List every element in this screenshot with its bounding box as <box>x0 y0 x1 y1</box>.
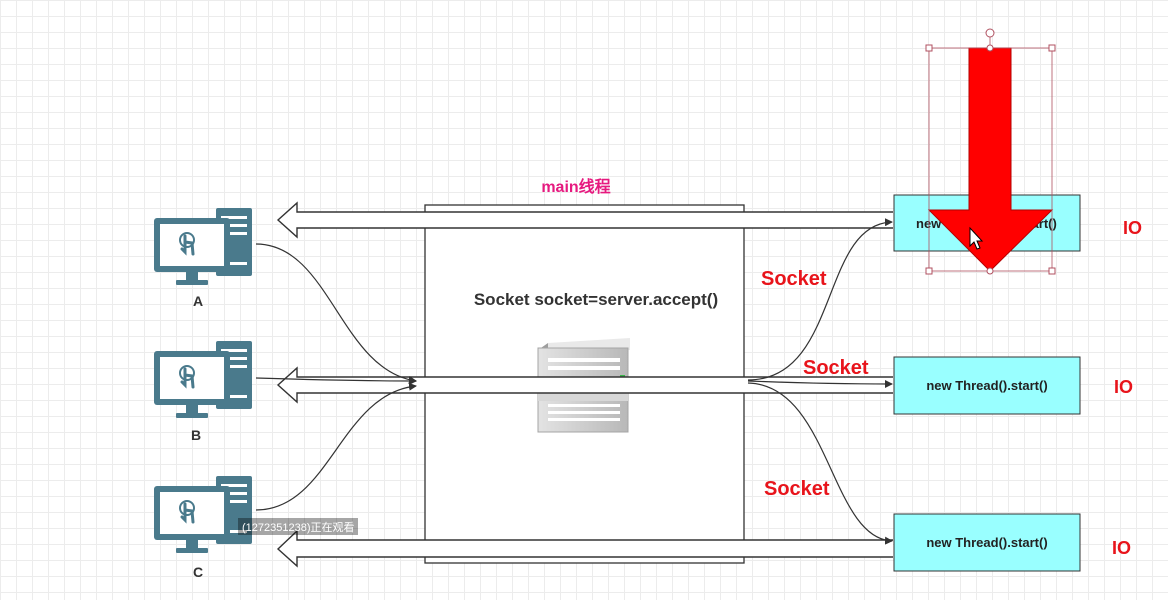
thread-text-2: new Thread().start() <box>926 378 1047 393</box>
socket-label-3: Socket <box>764 478 830 500</box>
resize-handle[interactable] <box>925 44 933 52</box>
rotate-handle[interactable] <box>985 28 995 38</box>
resize-handle[interactable] <box>1048 267 1056 275</box>
request-curve-b <box>255 376 417 385</box>
watermark-text: (1272351238)正在观看 <box>242 520 355 534</box>
request-curve-c <box>255 382 417 511</box>
response-arrow-c <box>276 529 893 568</box>
resize-handle[interactable] <box>986 44 994 52</box>
mouse-cursor-icon <box>969 226 984 250</box>
client-label-a: A <box>193 293 203 309</box>
socket-label-1: Socket <box>761 268 827 290</box>
client-label-c: C <box>193 564 203 580</box>
computer-icon <box>152 474 254 555</box>
response-arrow-a <box>276 201 893 239</box>
thread-text-3: new Thread().start() <box>926 535 1047 550</box>
resize-handle[interactable] <box>925 267 933 275</box>
thread-box-3 <box>893 513 1081 572</box>
socket-curve-3 <box>747 382 893 545</box>
io-label-1: IO <box>1123 218 1142 238</box>
io-label-2: IO <box>1114 377 1133 397</box>
socket-label-2: Socket <box>803 357 869 379</box>
watermark: (1272351238)正在观看 <box>238 518 358 535</box>
socket-curve-2 <box>747 379 893 388</box>
response-arrow-b <box>276 366 893 404</box>
down-arrow-shape[interactable] <box>925 28 1056 275</box>
main-thread-label: main线程 <box>541 177 610 196</box>
request-curve-a <box>255 243 417 384</box>
computer-icon <box>152 206 254 287</box>
resize-handle[interactable] <box>986 267 994 275</box>
resize-handle[interactable] <box>1048 44 1056 52</box>
client-label-b: B <box>191 427 201 443</box>
socket-curve-1 <box>747 218 893 381</box>
thread-box-2 <box>893 356 1081 415</box>
accept-code-label: Socket socket=server.accept() <box>474 290 718 309</box>
io-label-3: IO <box>1112 538 1131 558</box>
computer-icon <box>152 339 254 420</box>
